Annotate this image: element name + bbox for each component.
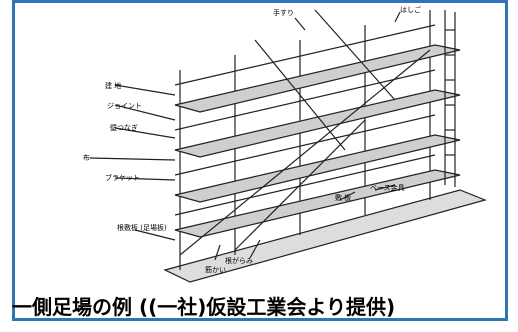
label-bracket: ブラケット: [105, 173, 140, 182]
label-ladder: はしご: [400, 5, 421, 14]
scaffold-illustration: 手すり はしご 建 地 ジョイント 壁つなぎ 布 ブラケット 根敷板 (足場板)…: [83, 5, 487, 283]
figure-caption: 一側足場の例 ((一社)仮設工業会より提供): [12, 295, 396, 319]
label-cloth: 布: [83, 153, 90, 162]
label-handrail: 手すり: [273, 8, 294, 17]
label-brace: 筋かい: [205, 265, 226, 274]
label-base-bar: 根がらみ: [225, 256, 253, 265]
label-sole-board: 根敷板 (足場板): [117, 223, 167, 232]
label-base-metal: ベース金具: [370, 183, 405, 192]
label-joint: ジョイント: [107, 102, 142, 110]
label-wall-tie: 壁つなぎ: [110, 123, 138, 132]
label-plank: 敷 板: [335, 193, 351, 202]
label-tsuka: 建 地: [105, 81, 121, 90]
